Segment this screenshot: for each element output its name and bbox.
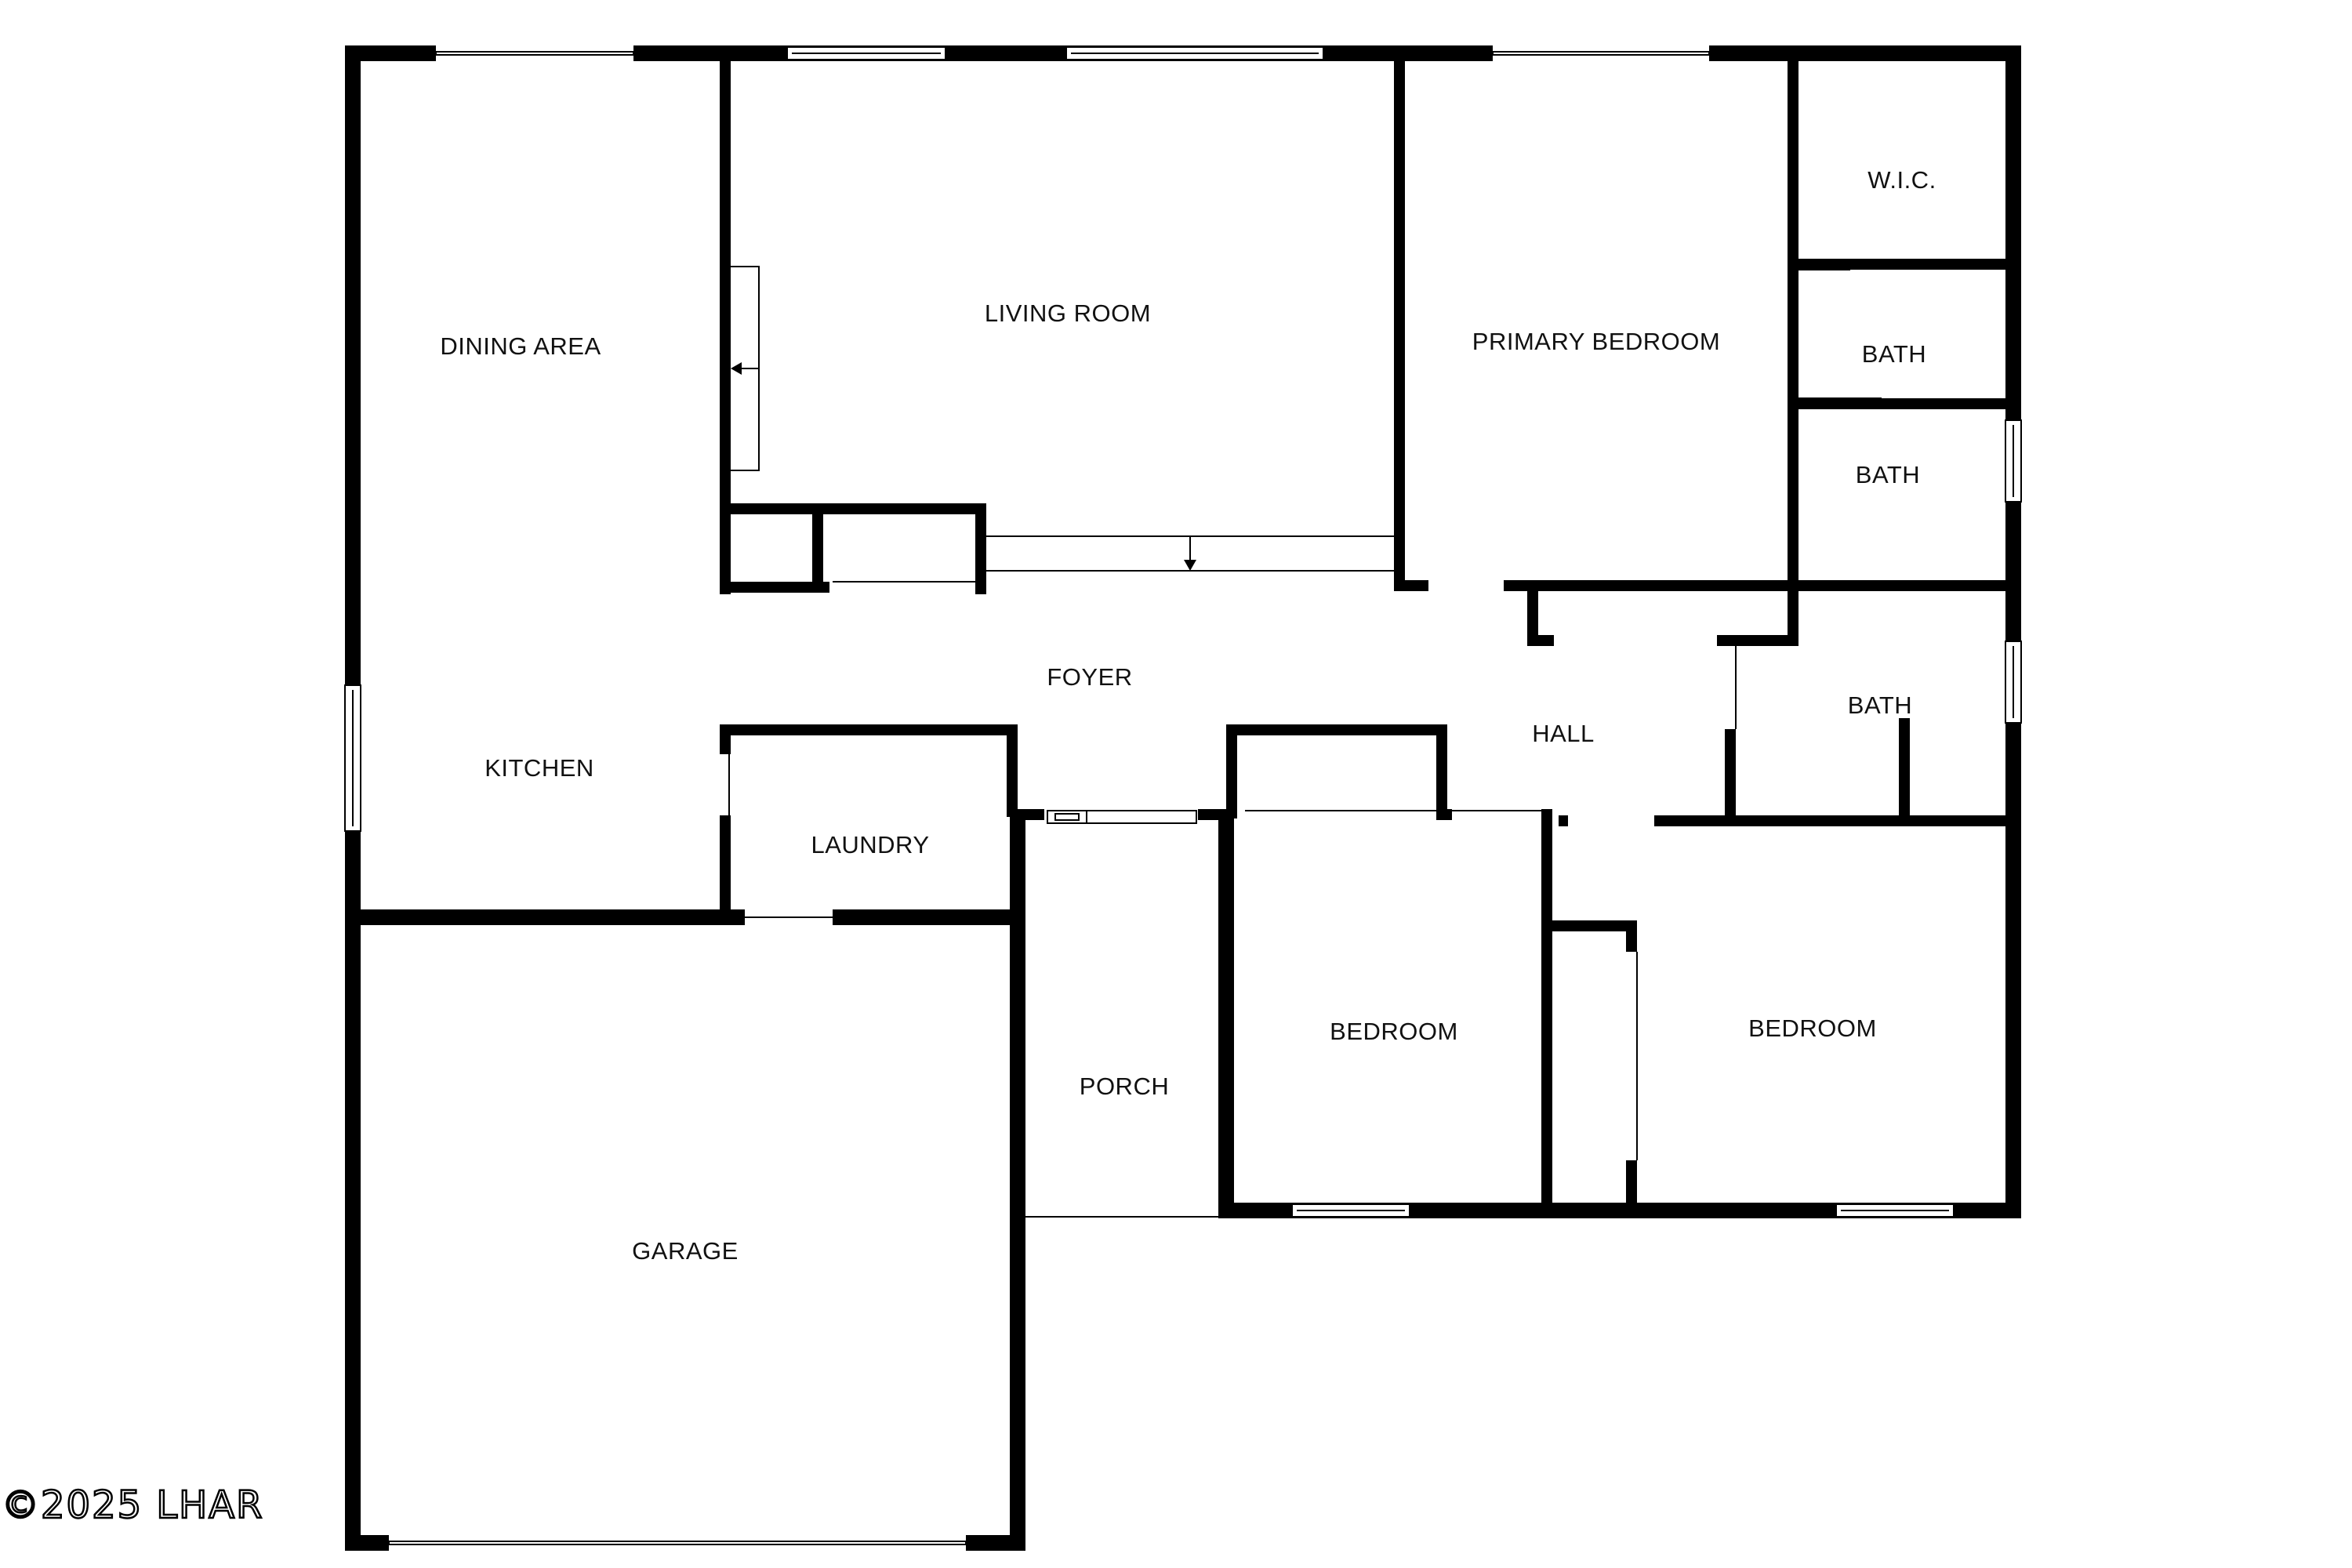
label-bath-2: BATH bbox=[1856, 461, 1920, 488]
label-bedroom-2: BEDROOM bbox=[1748, 1014, 1877, 1042]
exterior-walls bbox=[345, 45, 2021, 1551]
label-dining-area: DINING AREA bbox=[440, 332, 601, 360]
arrow-down-icon bbox=[1184, 560, 1196, 571]
label-hall: HALL bbox=[1532, 720, 1595, 747]
label-bath-1: BATH bbox=[1862, 340, 1926, 368]
label-bath-3: BATH bbox=[1848, 691, 1912, 719]
label-garage: GARAGE bbox=[632, 1237, 739, 1265]
copyright-watermark: ©2025 LHAR bbox=[2, 1483, 263, 1527]
label-laundry: LAUNDRY bbox=[811, 831, 929, 858]
room-labels: DINING AREA LIVING ROOM PRIMARY BEDROOM … bbox=[440, 166, 1936, 1265]
fixtures bbox=[728, 266, 1882, 1218]
label-foyer: FOYER bbox=[1047, 663, 1132, 691]
label-primary-bedroom: PRIMARY BEDROOM bbox=[1472, 328, 1720, 355]
label-bedroom-1: BEDROOM bbox=[1330, 1018, 1458, 1045]
windows bbox=[344, 45, 2022, 1551]
arrow-left-icon bbox=[731, 362, 742, 375]
label-wic: W.I.C. bbox=[1867, 166, 1936, 194]
interior-walls bbox=[345, 45, 2021, 1218]
label-living-room: LIVING ROOM bbox=[985, 299, 1151, 327]
label-kitchen: KITCHEN bbox=[485, 754, 594, 782]
label-porch: PORCH bbox=[1080, 1073, 1169, 1100]
